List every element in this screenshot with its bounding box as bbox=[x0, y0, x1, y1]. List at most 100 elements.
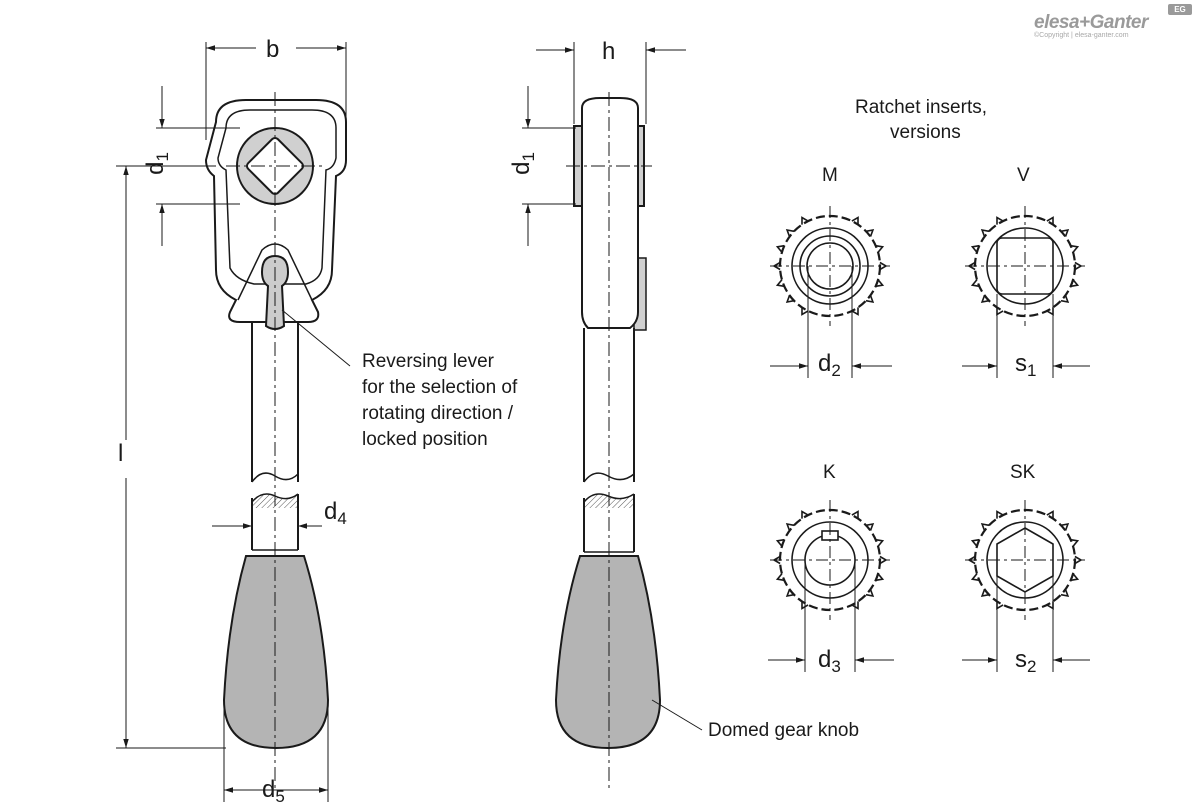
dim-d4: d4 bbox=[324, 498, 347, 529]
ratchet-tooth bbox=[996, 601, 1004, 610]
ratchet-tooth bbox=[970, 573, 980, 582]
ratchet-tooth bbox=[851, 216, 859, 225]
ratchet-tooth bbox=[967, 261, 976, 271]
ratchet-tooth bbox=[801, 307, 809, 316]
ratchet-head-inner bbox=[217, 109, 337, 285]
ratchet-tooth bbox=[996, 510, 1004, 519]
ratchet-tooth bbox=[879, 555, 888, 565]
version-label-k: K bbox=[823, 462, 836, 483]
ratchet-tooth bbox=[875, 279, 885, 288]
ratchet-tooth bbox=[996, 216, 1004, 225]
ratchet-tooth bbox=[865, 522, 875, 531]
ratchet-tooth bbox=[865, 228, 875, 237]
brand-copyright: ©Copyright | elesa-ganter.com bbox=[1034, 32, 1129, 39]
dim-d2: d2 bbox=[818, 350, 841, 381]
ratchet-tooth bbox=[772, 555, 781, 565]
brand-logo: elesa+Ganter ©Copyright | elesa-ganter.c… bbox=[1034, 12, 1148, 39]
ratchet-head-outline bbox=[204, 99, 347, 323]
lever-note-line1: Reversing lever bbox=[362, 351, 494, 372]
ratchet-tooth bbox=[996, 307, 1004, 316]
dim-d3-base: d bbox=[818, 646, 832, 673]
ratchet-tooth bbox=[980, 522, 990, 531]
ratchet-tooth bbox=[785, 522, 795, 531]
dim-d2-sub: 2 bbox=[831, 361, 841, 380]
ratchet-tooth bbox=[970, 538, 980, 547]
ratchet-tooth bbox=[775, 244, 785, 253]
ratchet-tooth bbox=[879, 261, 888, 271]
brand-name: elesa+Ganter bbox=[1034, 12, 1148, 33]
ratchet-tooth bbox=[865, 589, 875, 598]
ratchet-tooth bbox=[865, 295, 875, 304]
lever-note-line4: locked position bbox=[362, 429, 488, 450]
ratchet-tooth bbox=[1046, 216, 1054, 225]
dimension-lines bbox=[116, 42, 703, 802]
dim-d1-side-base: d bbox=[507, 161, 535, 175]
dim-d1-front: d1 bbox=[142, 152, 173, 175]
insert-M bbox=[770, 206, 892, 378]
ratchet-tooth bbox=[1074, 261, 1083, 271]
dim-d1-front-sub: 1 bbox=[152, 152, 172, 162]
ratchet-teeth-v bbox=[967, 216, 1083, 316]
dim-d4-sub: 4 bbox=[337, 509, 347, 528]
lever-note: Reversing lever for the selection of rot… bbox=[362, 349, 517, 453]
ratchet-tooth bbox=[851, 510, 859, 519]
dim-s2-sub: 2 bbox=[1027, 657, 1037, 676]
dim-l: l bbox=[118, 440, 124, 467]
ratchet-tooth bbox=[1070, 279, 1080, 288]
dim-b: b bbox=[266, 36, 280, 63]
dim-d3-sub: 3 bbox=[831, 657, 841, 676]
ratchet-tooth bbox=[1046, 307, 1054, 316]
ratchet-tooth bbox=[1070, 538, 1080, 547]
dim-d5-sub: 5 bbox=[275, 787, 285, 806]
lever-note-line2: for the selection of bbox=[362, 377, 518, 398]
ratchet-tooth bbox=[1060, 295, 1070, 304]
ratchet-tooth bbox=[1060, 589, 1070, 598]
ratchet-tooth bbox=[1070, 244, 1080, 253]
ratchet-title-line2: versions bbox=[890, 122, 961, 143]
knob-note: Domed gear knob bbox=[708, 720, 860, 741]
dim-h: h bbox=[602, 38, 616, 65]
ratchet-tooth bbox=[875, 538, 885, 547]
front-view bbox=[204, 99, 347, 750]
ratchet-tooth bbox=[970, 244, 980, 253]
version-label-v: V bbox=[1017, 165, 1030, 186]
brand-badge: EG bbox=[1168, 4, 1192, 15]
ratchet-tooth bbox=[785, 228, 795, 237]
lever-note-line3: rotating direction / bbox=[362, 403, 514, 424]
insert-K bbox=[768, 500, 894, 672]
ratchet-tooth bbox=[1074, 555, 1083, 565]
ratchet-tooth bbox=[785, 589, 795, 598]
ratchet-tooth bbox=[772, 261, 781, 271]
dim-d5-base: d bbox=[262, 776, 276, 803]
dim-d2-base: d bbox=[818, 350, 832, 377]
domed-gear-knob bbox=[222, 555, 330, 750]
ratchet-tooth bbox=[1046, 510, 1054, 519]
ratchet-teeth-sk bbox=[967, 510, 1083, 610]
ratchet-tooth bbox=[1060, 522, 1070, 531]
ratchet-tooth bbox=[1070, 573, 1080, 582]
dim-s1-sub: 1 bbox=[1027, 361, 1037, 380]
dim-s2: s2 bbox=[1015, 646, 1036, 677]
ratchet-tooth bbox=[801, 601, 809, 610]
ratchet-teeth-k bbox=[772, 510, 888, 610]
ratchet-tooth bbox=[980, 295, 990, 304]
ratchet-tooth bbox=[980, 228, 990, 237]
ratchet-tooth bbox=[875, 244, 885, 253]
ratchet-tooth bbox=[980, 589, 990, 598]
side-view bbox=[554, 97, 662, 750]
dim-d4-base: d bbox=[324, 498, 338, 525]
insert-SK bbox=[962, 500, 1090, 672]
ratchet-tooth bbox=[801, 216, 809, 225]
ratchet-tooth bbox=[775, 538, 785, 547]
dim-s1-base: s bbox=[1015, 350, 1027, 377]
ratchet-tooth bbox=[775, 279, 785, 288]
dim-d1-front-base: d bbox=[141, 161, 169, 175]
dim-d5: d5 bbox=[262, 776, 285, 807]
ratchet-tooth bbox=[801, 510, 809, 519]
ratchet-tooth bbox=[970, 279, 980, 288]
ratchet-tooth bbox=[851, 601, 859, 610]
ratchet-tooth bbox=[875, 573, 885, 582]
ratchet-tooth bbox=[775, 573, 785, 582]
ratchet-title-line1: Ratchet inserts, bbox=[855, 97, 987, 118]
